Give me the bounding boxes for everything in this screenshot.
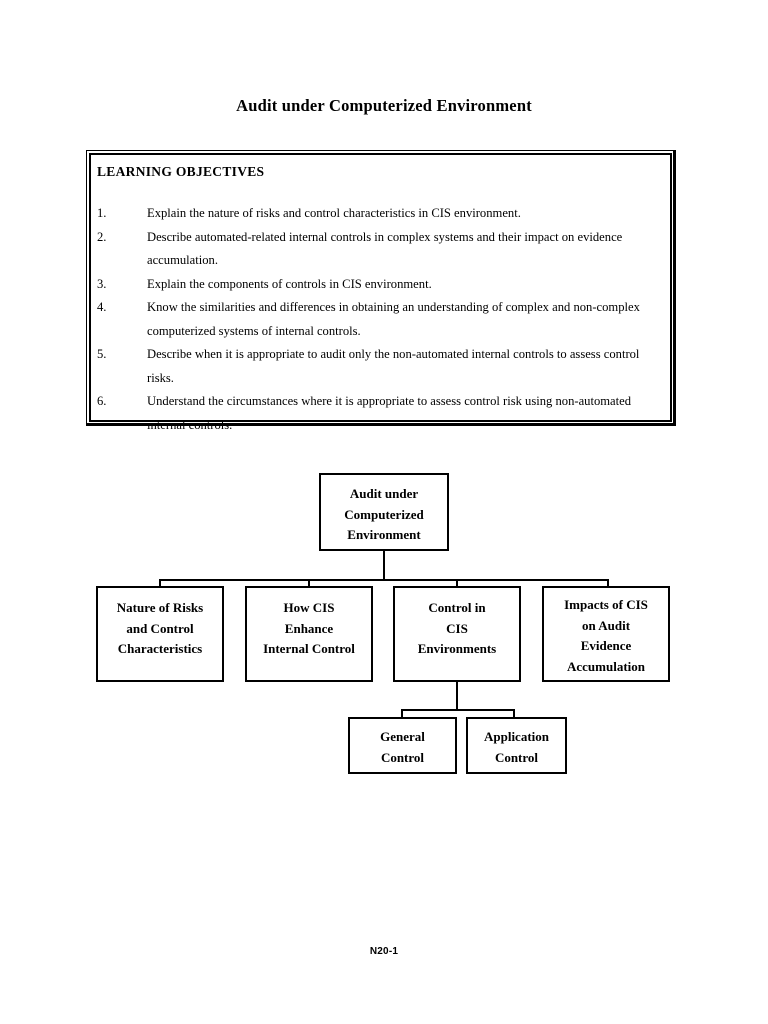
- learning-objectives-box: LEARNING OBJECTIVES 1. Explain the natur…: [86, 150, 676, 432]
- list-item-number: 1.: [97, 206, 107, 220]
- connector-level3-bus: [401, 709, 515, 711]
- list-item: 3. Explain the components of controls in…: [97, 273, 660, 297]
- learning-objectives-inner-frame: LEARNING OBJECTIVES 1. Explain the natur…: [89, 153, 672, 432]
- connector-root-drop: [383, 551, 385, 581]
- list-item-text: Explain the nature of risks and control …: [147, 206, 521, 220]
- list-item-text: Understand the circumstances where it is…: [147, 394, 632, 432]
- list-item: 4. Know the similarities and differences…: [97, 296, 660, 343]
- list-item-text: Describe when it is appropriate to audit…: [147, 347, 640, 385]
- list-item-number: 3.: [97, 276, 107, 291]
- list-item-number: 2.: [97, 229, 107, 244]
- page-footer: N20-1: [369, 946, 399, 957]
- connector-level3-drop: [456, 682, 458, 711]
- list-item: 5. Describe when it is appropriate to au…: [97, 343, 660, 390]
- list-item: 2. Describe automated-related internal c…: [97, 226, 660, 273]
- list-item: 6. Understand the circumstances where it…: [97, 390, 660, 437]
- page-title: Audit under Computerized Environment: [236, 96, 532, 115]
- list-item-text: Know the similarities and differences in…: [147, 300, 640, 338]
- connector-level2-bus: [159, 579, 609, 581]
- list-item-number: 5.: [97, 347, 107, 361]
- learning-objectives-heading: LEARNING OBJECTIVES: [97, 164, 265, 179]
- list-item-text: Describe automated-related internal cont…: [147, 229, 623, 268]
- list-item-text: Explain the components of controls in CI…: [147, 276, 432, 291]
- list-item: 1. Explain the nature of risks and contr…: [97, 202, 660, 226]
- learning-objectives-list: 1. Explain the nature of risks and contr…: [97, 202, 660, 437]
- list-item-number: 6.: [97, 394, 107, 408]
- list-item-number: 4.: [97, 300, 107, 314]
